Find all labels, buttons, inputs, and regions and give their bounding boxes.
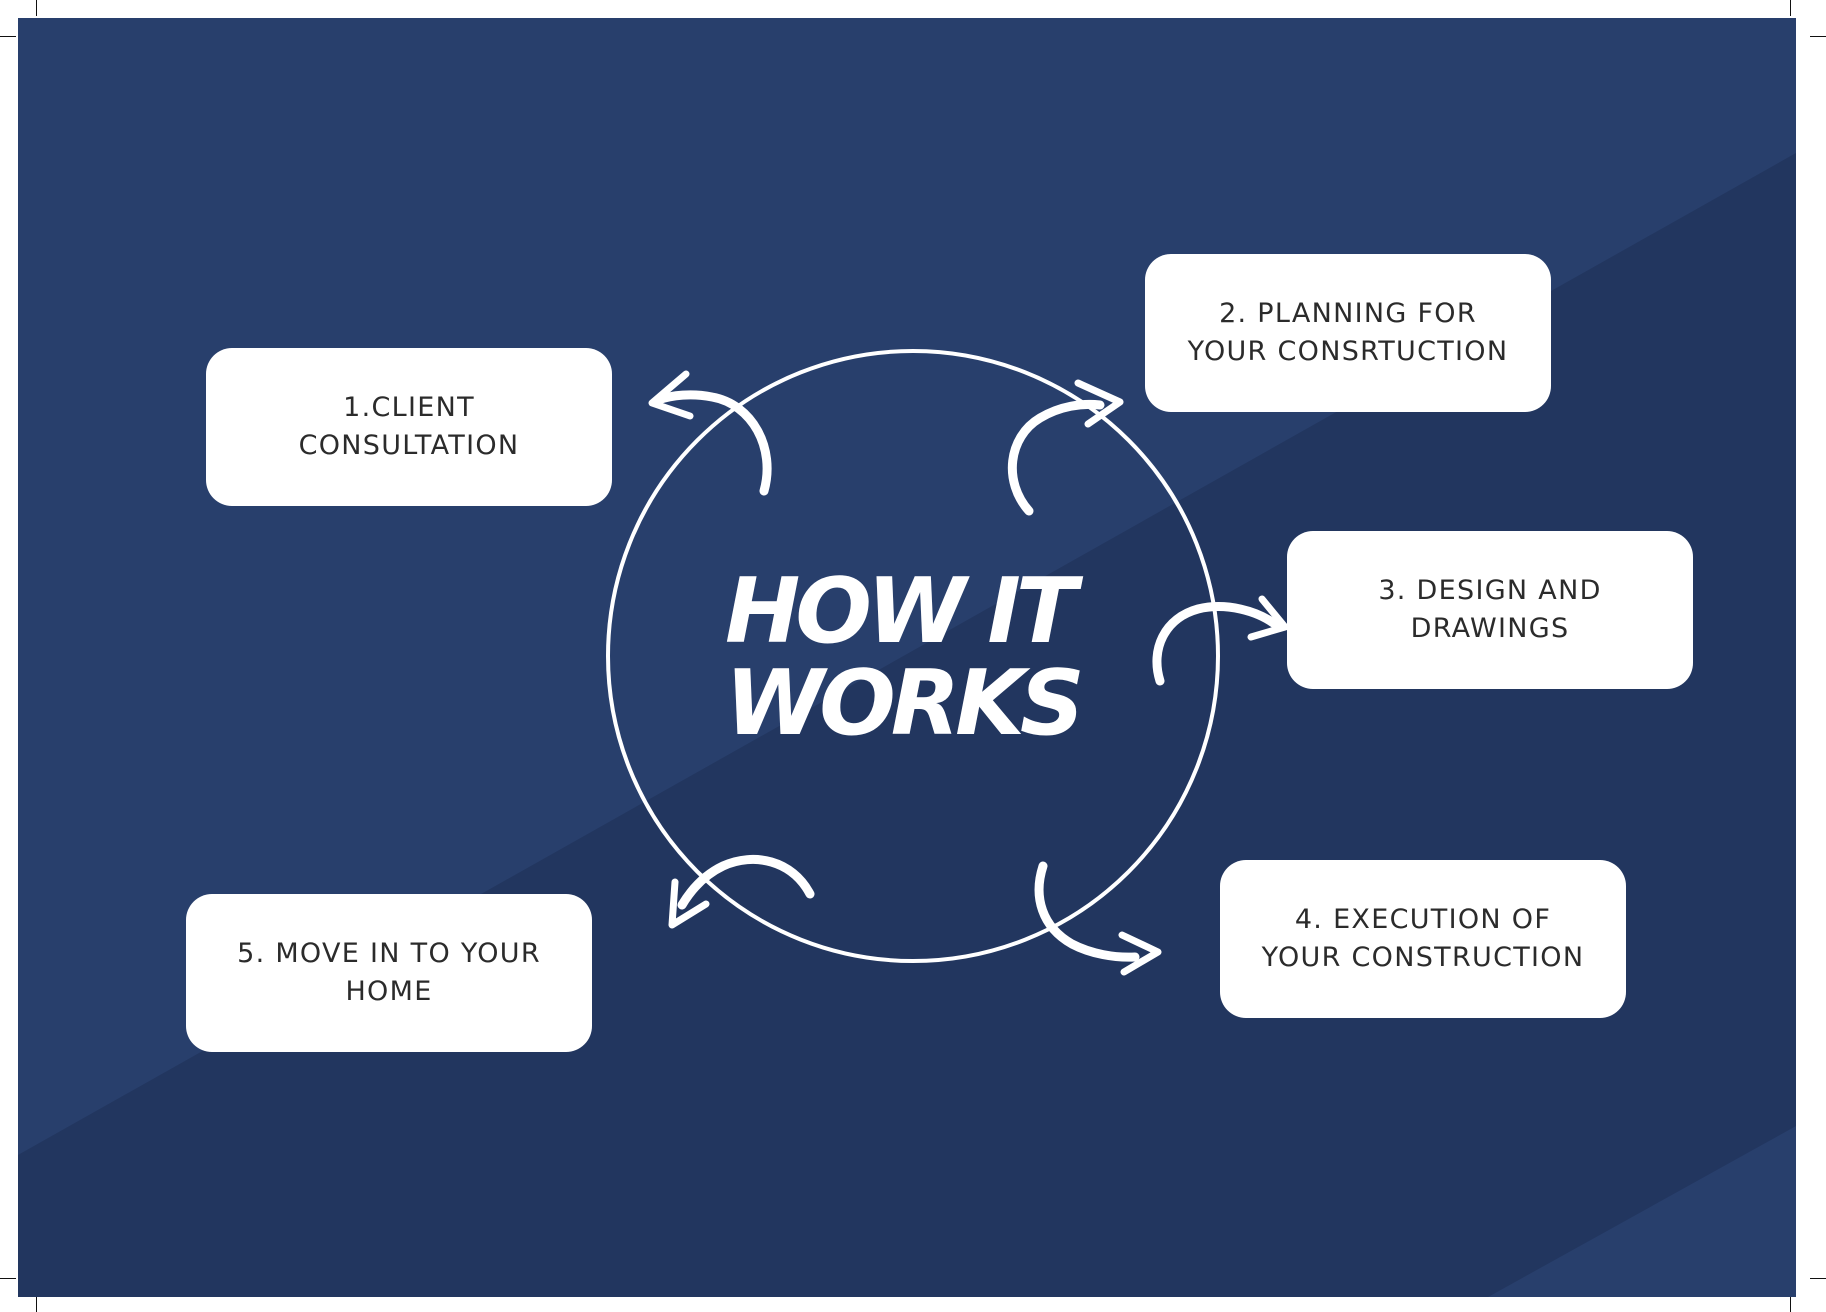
step-2-line-1: 2. PLANNING FOR bbox=[1219, 298, 1477, 329]
arrow-to-step-1 bbox=[648, 370, 772, 496]
step-5-line-2: HOME bbox=[345, 976, 433, 1007]
step-2-box: 2. PLANNING FOR YOUR CONSRTUCTION bbox=[1145, 254, 1551, 412]
arrow-to-step-3 bbox=[1152, 595, 1289, 686]
title-line-1: HOW IT bbox=[725, 559, 1077, 664]
arrow-to-step-2 bbox=[1007, 379, 1124, 516]
step-4-box: 4. EXECUTION OF YOUR CONSTRUCTION bbox=[1220, 860, 1626, 1018]
step-3-line-2: DRAWINGS bbox=[1410, 613, 1570, 644]
crop-mark bbox=[1790, 1296, 1791, 1312]
crop-mark bbox=[0, 1278, 16, 1279]
step-3-box: 3. DESIGN AND DRAWINGS bbox=[1287, 531, 1693, 689]
arrow-to-step-4 bbox=[1034, 861, 1162, 976]
step-1-line-1: 1.CLIENT bbox=[343, 392, 475, 423]
crop-mark bbox=[0, 36, 16, 37]
step-4-line-1: 4. EXECUTION OF bbox=[1294, 904, 1552, 935]
step-3-line-1: 3. DESIGN AND bbox=[1378, 575, 1602, 606]
page-title: HOW IT WORKS bbox=[725, 566, 1115, 750]
arrow-to-step-5 bbox=[668, 855, 815, 929]
crop-mark bbox=[36, 1296, 37, 1312]
step-2-line-2: YOUR CONSRTUCTION bbox=[1187, 336, 1509, 367]
crop-mark bbox=[1790, 0, 1791, 16]
step-4-line-2: YOUR CONSTRUCTION bbox=[1261, 942, 1585, 973]
crop-mark bbox=[1810, 1278, 1826, 1279]
crop-mark bbox=[1810, 36, 1826, 37]
crop-mark bbox=[36, 0, 37, 16]
title-line-2: WORKS bbox=[725, 651, 1085, 756]
step-5-line-1: 5. MOVE IN TO YOUR bbox=[237, 938, 541, 969]
step-5-box: 5. MOVE IN TO YOUR HOME bbox=[186, 894, 592, 1052]
cycle-circle bbox=[606, 349, 1220, 963]
step-1-box: 1.CLIENT CONSULTATION bbox=[206, 348, 612, 506]
step-1-line-2: CONSULTATION bbox=[298, 430, 520, 461]
